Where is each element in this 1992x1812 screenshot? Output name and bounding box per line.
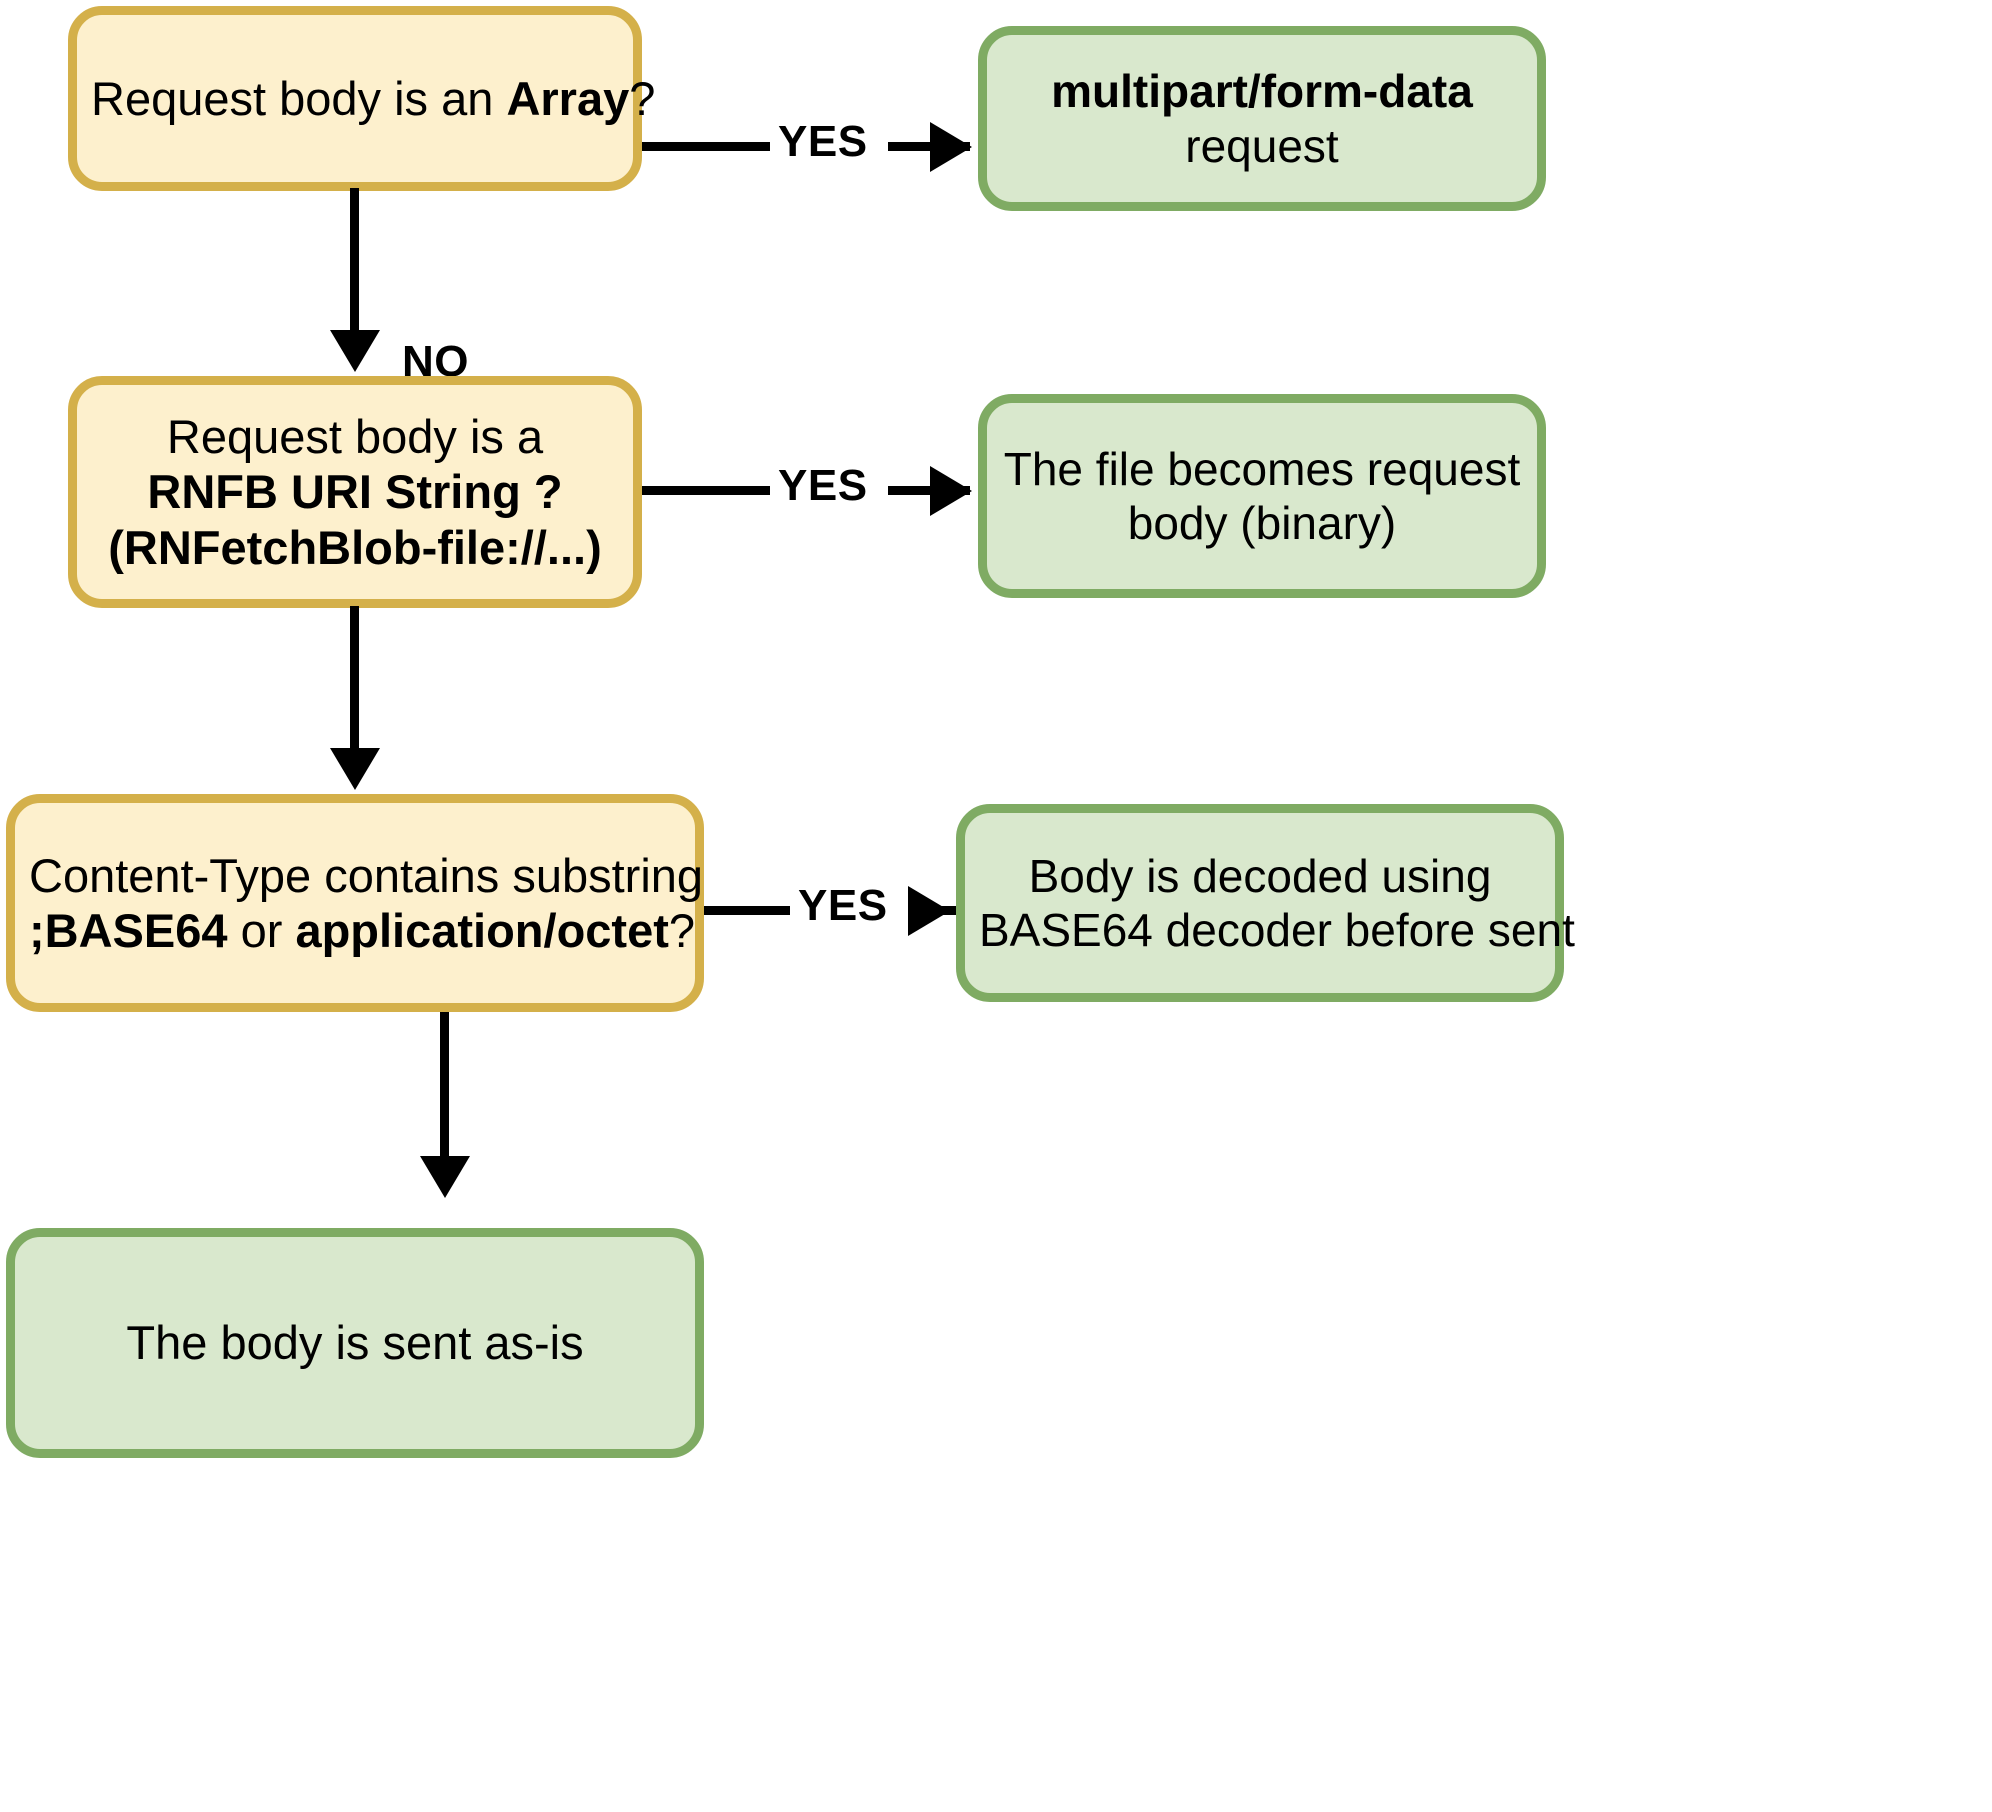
node-text-segment: ? — [668, 904, 696, 957]
edge-line-no-2 — [350, 606, 359, 754]
node-text-line: request — [1001, 119, 1523, 173]
node-text-segment: RNFB URI String ? — [147, 465, 563, 519]
node-text-segment: body (binary) — [1127, 497, 1397, 549]
node-text: The body is sent as-is — [15, 1315, 695, 1370]
node-text-line: Request body is a — [91, 409, 619, 464]
node-text-segment: ? — [629, 71, 656, 125]
node-text-line: ;BASE64 or application/octet? — [29, 903, 695, 958]
node-text-segment: The body is sent as-is — [126, 1316, 584, 1370]
node-text-segment: multipart/form-data — [1051, 65, 1473, 118]
edge-line-yes-1-right — [888, 142, 970, 151]
arrow-head-no-2 — [330, 748, 380, 790]
arrow-head-yes-3 — [908, 886, 950, 936]
node-text-segment: request — [1185, 119, 1339, 172]
terminal-node-body-sent-as-is: The body is sent as-is — [6, 1228, 704, 1458]
node-text-segment: Request body is an — [91, 71, 507, 125]
node-text-line: (RNFetchBlob-file://...) — [91, 520, 619, 575]
edge-line-no-1 — [350, 188, 359, 336]
node-text-line: body (binary) — [1001, 496, 1523, 550]
node-text-line: Content-Type contains substring — [29, 848, 703, 903]
node-text-segment: BASE64 decoder before sent — [979, 904, 1575, 956]
node-text-line: The file becomes request — [1001, 442, 1523, 496]
edge-label-yes-3: YES — [798, 881, 888, 930]
edge-label-yes-2: YES — [778, 461, 868, 510]
node-text-segment: or — [227, 904, 296, 957]
node-text-segment: Array — [506, 71, 630, 125]
node-text-segment: The file becomes request — [1003, 442, 1521, 495]
arrow-head-yes-1 — [930, 122, 972, 172]
node-text: Content-Type contains substring;BASE64 o… — [15, 848, 703, 959]
node-text-line: The body is sent as-is — [29, 1315, 681, 1370]
node-text-segment: application/octet — [295, 904, 669, 957]
edge-line-yes-2-right — [888, 486, 970, 495]
edge-line-yes-2-left — [642, 486, 770, 495]
node-text-line: multipart/form-data — [1001, 64, 1523, 118]
node-text-segment: (RNFetchBlob-file://...) — [108, 520, 602, 574]
edge-line-yes-3-left — [704, 906, 790, 915]
node-text-segment: Content-Type contains substring — [29, 848, 704, 902]
decision-node-content-type-contains-substring: Content-Type contains substring;BASE64 o… — [6, 794, 704, 1012]
node-text-segment: Body is decoded using — [1028, 849, 1492, 902]
node-text-line: Body is decoded using — [979, 849, 1541, 903]
node-text-segment: Request body is a — [166, 409, 544, 463]
node-text-line: RNFB URI String ? — [91, 464, 619, 519]
arrow-head-yes-2 — [930, 466, 972, 516]
edge-label-yes-1: YES — [778, 117, 868, 166]
edge-line-no-3 — [440, 1012, 449, 1162]
arrow-head-no-1 — [330, 330, 380, 372]
node-text-line: Request body is an Array? — [91, 71, 655, 126]
edge-line-yes-1-left — [642, 142, 770, 151]
node-text-line: BASE64 decoder before sent — [979, 903, 1575, 957]
arrow-head-no-3 — [420, 1156, 470, 1198]
decision-node-request-body-is-array: Request body is an Array? — [68, 6, 655, 191]
node-text-segment: ;BASE64 — [29, 904, 228, 957]
node-text: Request body is an Array? — [77, 71, 655, 126]
